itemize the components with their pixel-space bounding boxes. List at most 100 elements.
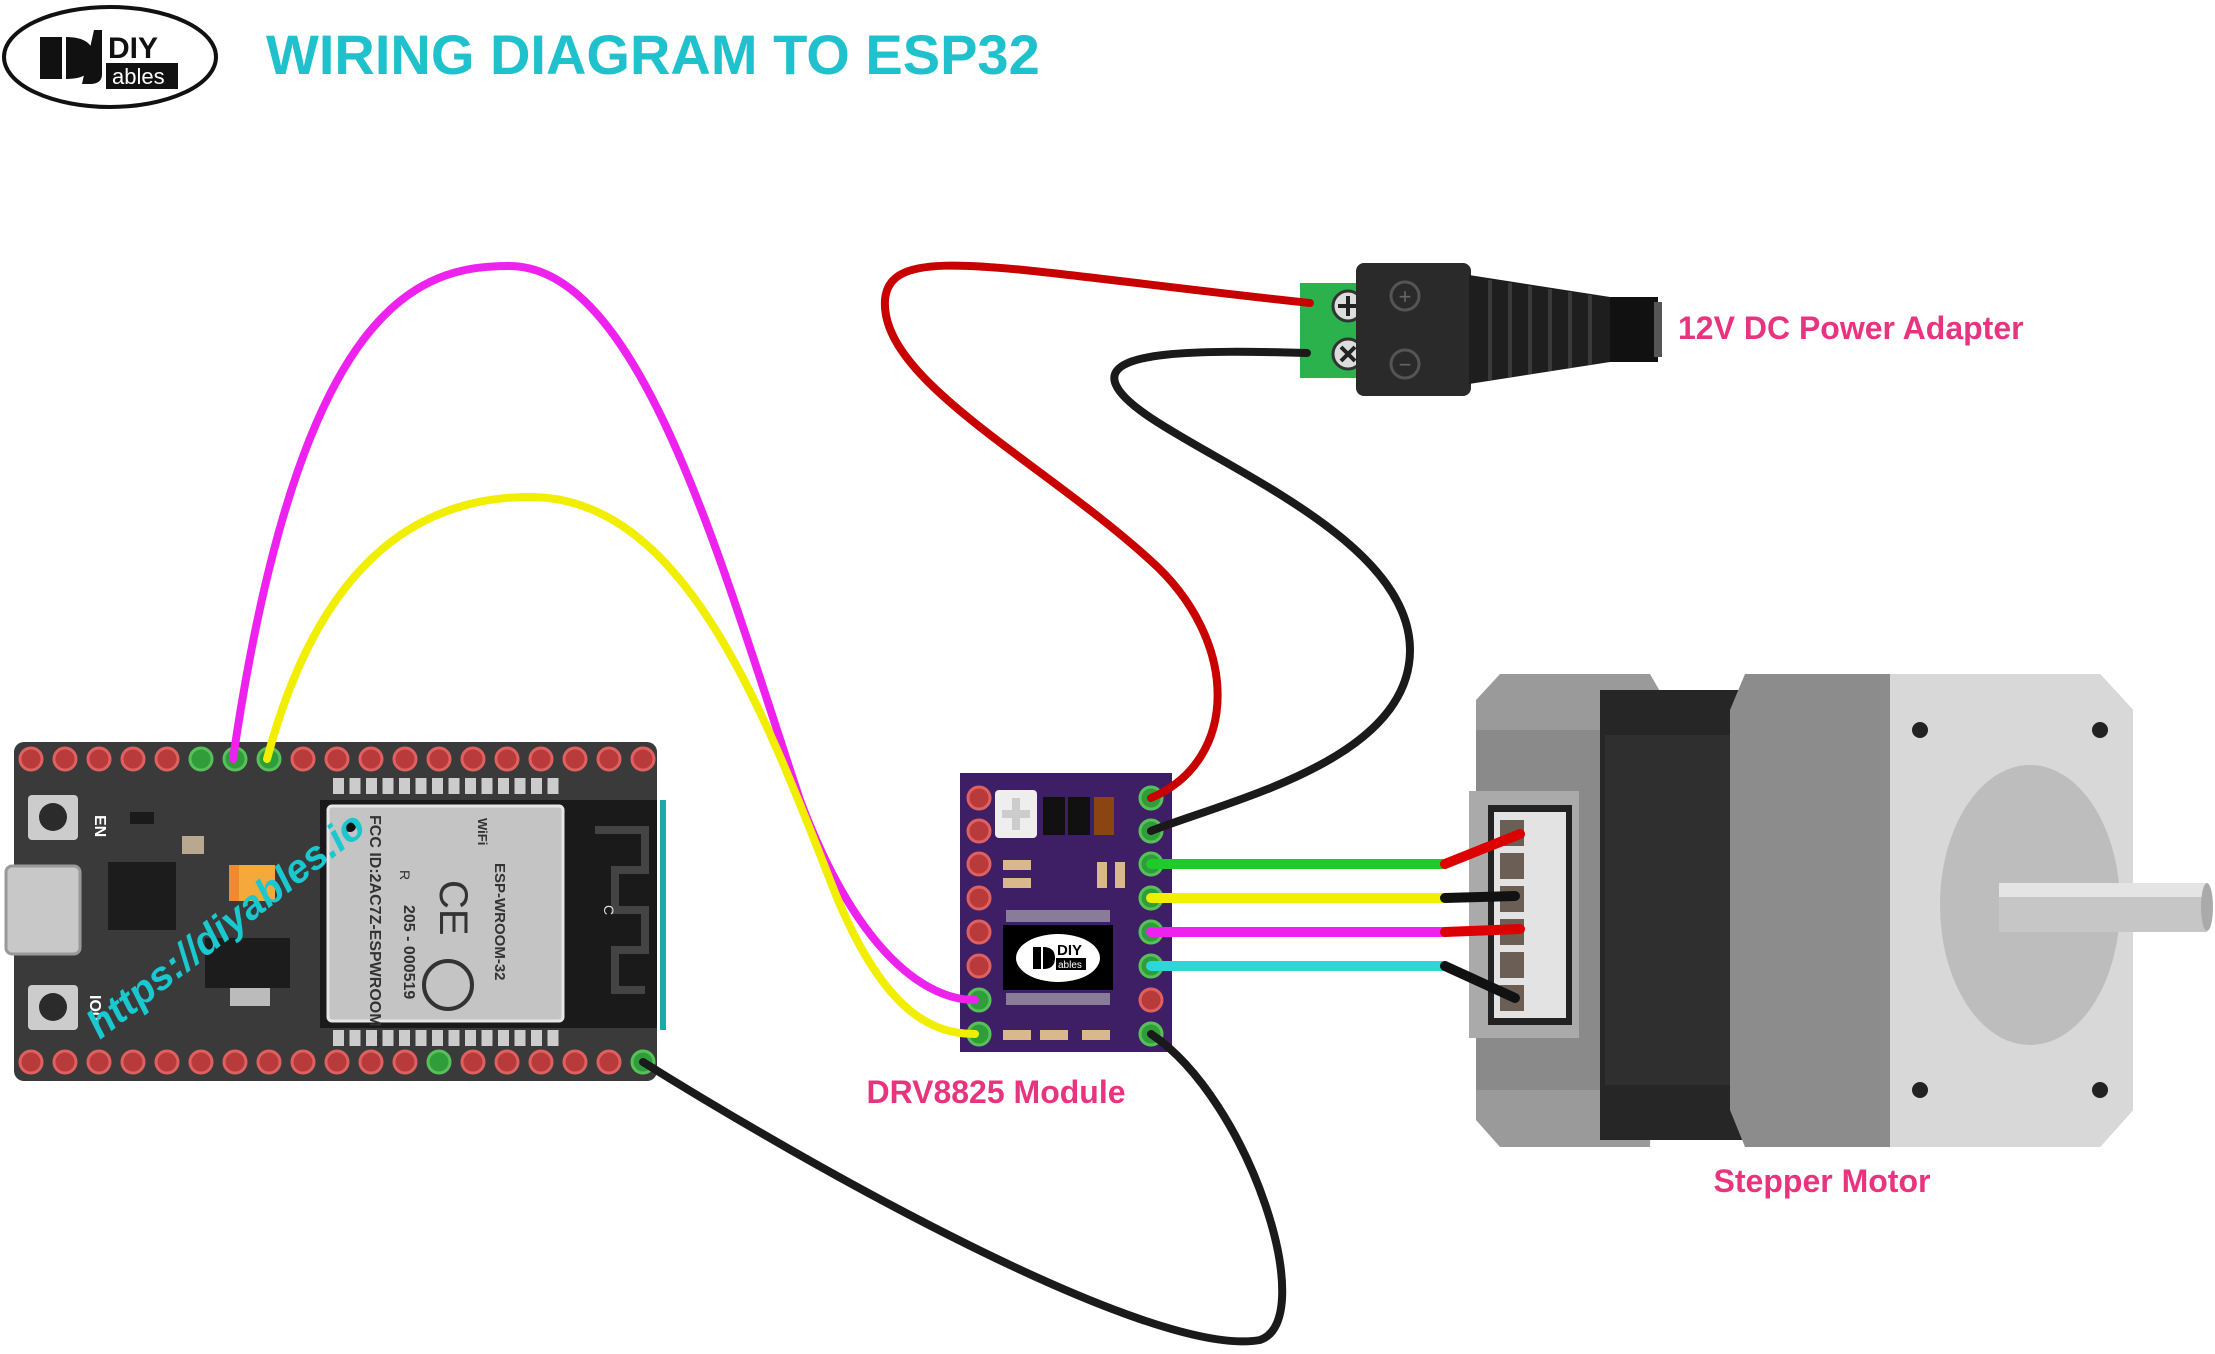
- drv8825-pin: [966, 919, 992, 945]
- module-pad: [382, 778, 394, 794]
- module-pad: [399, 778, 410, 794]
- esp32-pin: [188, 746, 214, 772]
- esp32-pin: [426, 1049, 452, 1075]
- esp-wroom-module: [326, 804, 565, 1023]
- module-pad: [349, 778, 361, 794]
- esp32-pin: [290, 1049, 316, 1075]
- esp32-pin: [494, 746, 520, 772]
- module-pad: [547, 778, 559, 794]
- esp32-pin: [18, 746, 44, 772]
- esp32-pin: [86, 746, 112, 772]
- wire-magenta: [229, 261, 979, 1004]
- esp32-pin: [392, 746, 418, 772]
- module-pad: [465, 1030, 476, 1046]
- module-pads: [333, 778, 559, 1046]
- wire-black-power: [1110, 347, 1415, 835]
- page-title: WIRING DIAGRAM TO ESP32: [266, 23, 1040, 86]
- module-pad: [465, 778, 476, 794]
- module-pad: [531, 1030, 542, 1046]
- module-fcc-text: FCC ID:2AC7Z-ESPWROOM 32: [366, 815, 383, 1049]
- espressif-logo-icon: [422, 959, 474, 1011]
- module-pad: [349, 1030, 361, 1046]
- antenna-mark: C: [601, 905, 617, 915]
- power-adapter-label: 12V DC Power Adapter: [1678, 310, 2024, 346]
- module-pad: [382, 1030, 394, 1046]
- module-pad: [531, 778, 542, 794]
- logo-text-top: DIY: [108, 32, 158, 65]
- wire-yellow: [263, 492, 979, 1038]
- wifi-mark: WiFi: [475, 818, 490, 845]
- esp32-pin: [18, 1049, 44, 1075]
- boot-button[interactable]: [39, 993, 67, 1021]
- drv8825-pin: [966, 953, 992, 979]
- esp32-pin: [426, 746, 452, 772]
- module-pad: [498, 1030, 509, 1046]
- module-pad: [432, 778, 443, 794]
- esp32-pin: [562, 746, 588, 772]
- logo-text-bottom: ables: [112, 64, 165, 89]
- module-pad: [415, 778, 427, 794]
- en-button[interactable]: [39, 803, 67, 831]
- usb-port: [4, 864, 82, 956]
- motor-lead-red-1: [1440, 829, 1525, 869]
- module-pad: [498, 778, 509, 794]
- esp32-bottom-pin-header: [18, 1049, 656, 1075]
- module-pad: [448, 1030, 460, 1046]
- ce-mark: CE: [431, 880, 475, 936]
- module-pad: [333, 778, 344, 794]
- module-pad: [366, 778, 377, 794]
- esp32-pin: [324, 1049, 350, 1075]
- esp32-pin: [188, 1049, 214, 1075]
- drv8825-pin: [966, 785, 992, 811]
- esp32-pin: [222, 1049, 248, 1075]
- esp32-pin: [52, 746, 78, 772]
- drv8825-pin: [966, 851, 992, 877]
- r-mark: R: [397, 870, 413, 880]
- drv8825-pin: [966, 818, 992, 844]
- module-pad: [481, 778, 493, 794]
- esp32-board: EN IO0 C FCC ID:2AC7Z-ESPWROOM 32 205 - …: [4, 742, 666, 1081]
- plus-mark: +: [1399, 284, 1412, 309]
- esp32-pin: [392, 1049, 418, 1075]
- minus-mark: −: [1399, 352, 1412, 377]
- esp32-pin: [596, 1049, 622, 1075]
- esp32-pin: [460, 746, 486, 772]
- module-pad: [514, 1030, 526, 1046]
- esp32-pin: [494, 1049, 520, 1075]
- module-pad: [547, 1030, 559, 1046]
- esp32-pin: [460, 1049, 486, 1075]
- module-pad: [481, 1030, 493, 1046]
- wires: [229, 261, 1525, 1346]
- esp32-pin: [358, 746, 384, 772]
- diyables-logo: DIY ables: [2, 5, 218, 109]
- esp32-top-pin-header: [18, 746, 656, 772]
- driver-chip-logo: DIY ables: [1016, 934, 1100, 982]
- io0-label: IO0: [86, 995, 103, 1021]
- chip-logo-top: DIY: [1057, 942, 1082, 959]
- esp32-pin: [290, 746, 316, 772]
- esp32-pin: [596, 746, 622, 772]
- motor-lead-black-1: [1440, 891, 1520, 903]
- module-pad: [432, 1030, 443, 1046]
- en-label: EN: [91, 815, 108, 837]
- esp32-pin: [52, 1049, 78, 1075]
- stepper-motor: [1469, 674, 2213, 1147]
- esp32-pin: [256, 1049, 282, 1075]
- motor-lead-black-2: [1440, 961, 1520, 1003]
- dc-power-adapter: + −: [1300, 263, 1662, 396]
- module-pad: [415, 1030, 427, 1046]
- module-name-text: ESP-WROOM-32: [491, 863, 508, 981]
- module-pad: [514, 778, 526, 794]
- esp32-pin: [630, 746, 656, 772]
- module-pad: [333, 1030, 344, 1046]
- drv8825-label: DRV8825 Module: [866, 1074, 1125, 1110]
- esp32-pin: [86, 1049, 112, 1075]
- drv8825-module: DIY ables: [960, 773, 1172, 1052]
- motor-lead-red-2: [1440, 924, 1525, 937]
- module-code-text: 205 - 000519: [400, 905, 417, 999]
- chip-logo-bottom: ables: [1058, 960, 1082, 971]
- esp32-pin: [154, 746, 180, 772]
- wire-black-ground: [639, 1030, 1287, 1346]
- usb-uart-chip: [108, 862, 176, 930]
